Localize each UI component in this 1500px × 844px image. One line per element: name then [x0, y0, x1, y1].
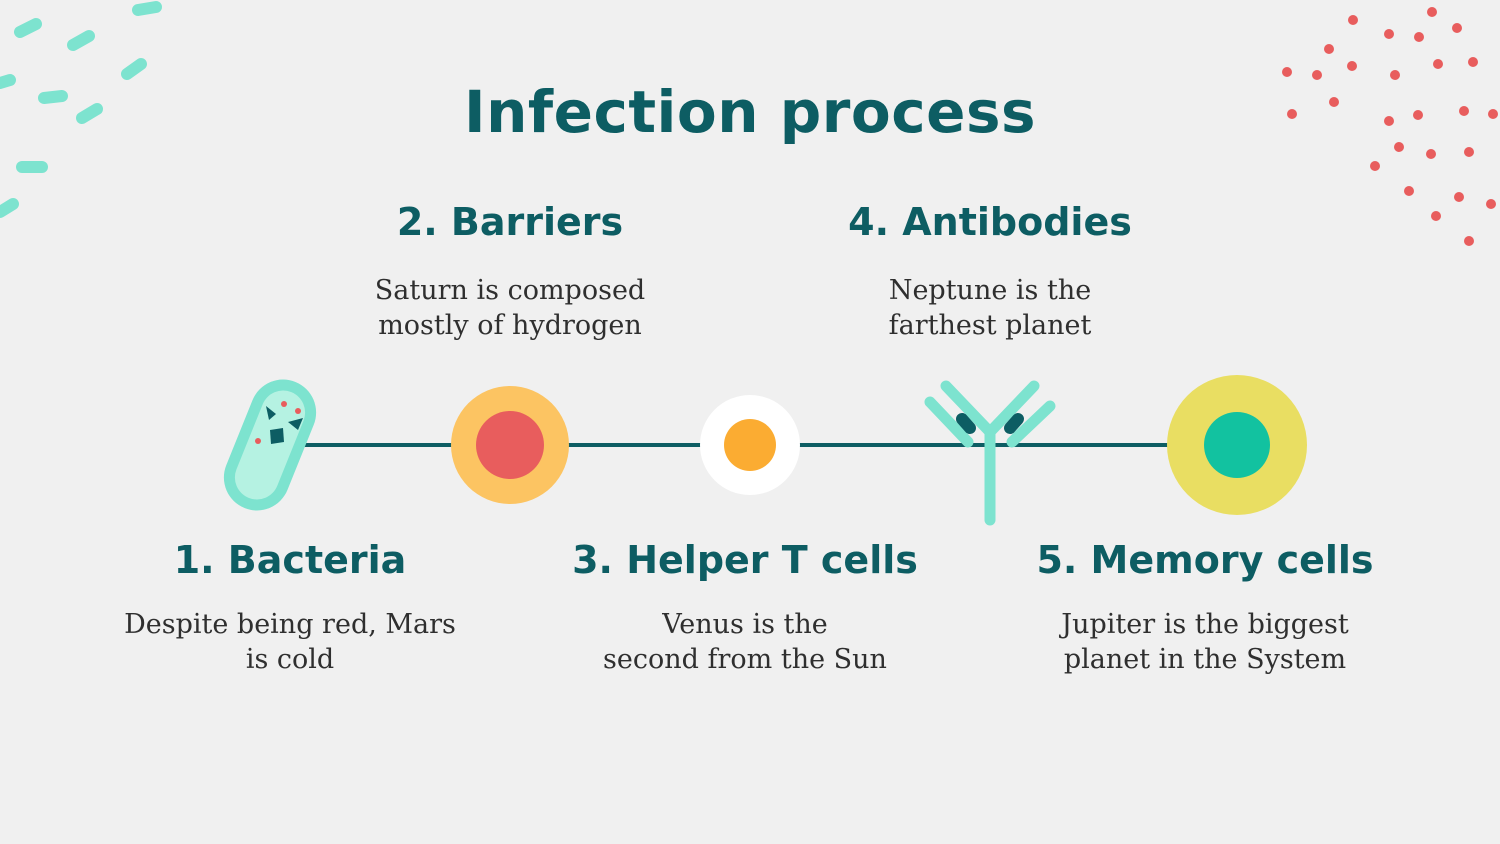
step-4-title: 4. Antibodies	[848, 200, 1132, 244]
slide-title: Infection process	[464, 78, 1036, 146]
helper-t-cell-icon	[700, 395, 800, 495]
coral-dot-decoration	[1282, 7, 1498, 246]
step-1-desc-line2: is cold	[245, 644, 335, 675]
step-4-description: Neptune is the farthest planet	[820, 273, 1160, 343]
barrier-cell-icon	[451, 386, 569, 504]
memory-cell-icon	[1167, 375, 1307, 515]
step-1-title: 1. Bacteria	[173, 538, 407, 582]
step-4-desc-line2: farthest planet	[888, 310, 1092, 341]
step-5-desc-line2: planet in the System	[1063, 644, 1347, 675]
step-2-description: Saturn is composed mostly of hydrogen	[340, 273, 680, 343]
step-3-desc-line2: second from the Sun	[603, 644, 887, 675]
step-5-desc-line1: Jupiter is the biggest	[1061, 609, 1349, 640]
bacteria-icon	[223, 379, 317, 511]
step-1-description: Despite being red, Mars is cold	[110, 607, 470, 677]
step-5-title: 5. Memory cells	[1036, 538, 1374, 582]
step-3-description: Venus is the second from the Sun	[565, 607, 925, 677]
step-4-desc-line1: Neptune is the	[888, 275, 1092, 306]
antibody-icon	[924, 380, 1056, 526]
step-2-desc-line1: Saturn is composed	[374, 275, 646, 306]
step-2-desc-line2: mostly of hydrogen	[378, 310, 642, 341]
step-2-title: 2. Barriers	[396, 200, 624, 244]
step-5-description: Jupiter is the biggest planet in the Sys…	[1025, 607, 1385, 677]
step-3-desc-line1: Venus is the	[662, 609, 828, 640]
step-1-desc-line1: Despite being red, Mars	[124, 609, 456, 640]
mint-dash-decoration	[0, 1, 162, 218]
step-3-title: 3. Helper T cells	[572, 538, 918, 582]
